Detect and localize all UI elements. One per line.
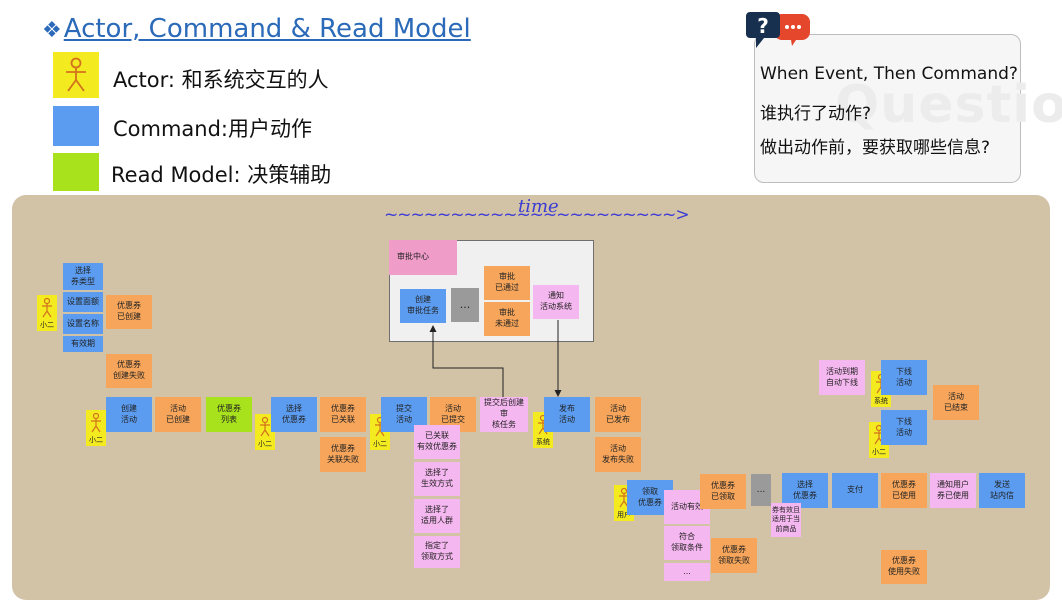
select-coupon-2: 选择 优惠券 bbox=[782, 473, 828, 508]
selected-audience: 选择了 适用人群 bbox=[414, 499, 460, 533]
coupon-claim-failed: 优惠券 领取失败 bbox=[711, 538, 757, 573]
send-site-message: 发送 站内信 bbox=[979, 473, 1025, 508]
legend-command-swatch bbox=[53, 106, 99, 146]
actor-icon bbox=[91, 412, 101, 433]
more-ellipsis: ... bbox=[664, 563, 710, 581]
coupon-created: 优惠券 已创建 bbox=[106, 295, 152, 329]
coupon-list: 优惠券 列表 bbox=[206, 397, 252, 432]
meet-claim-conditions: 符合 领取条件 bbox=[664, 526, 710, 560]
activity-expired-auto-offline: 活动到期 自动下线 bbox=[819, 360, 865, 395]
actor-xiaoer-3: 小二 bbox=[255, 414, 275, 450]
set-amount: 设置面额 bbox=[63, 292, 103, 312]
svg-text:?: ? bbox=[757, 14, 769, 38]
page-title[interactable]: ❖Actor, Command & Read Model bbox=[42, 14, 471, 44]
coupon-use-failed: 优惠券 使用失败 bbox=[881, 550, 927, 584]
notify-user-coupon-used: 通知用户 券已使用 bbox=[930, 473, 976, 508]
pay: 支付 bbox=[832, 473, 878, 508]
selected-effect-mode: 选择了 生效方式 bbox=[414, 462, 460, 496]
coupon-used: 优惠券 已使用 bbox=[881, 473, 927, 508]
activity-published: 活动 已发布 bbox=[595, 397, 641, 432]
title-bullet-icon: ❖ bbox=[42, 18, 62, 43]
approval-approved: 审批 已通过 bbox=[484, 266, 530, 300]
create-activity: 创建 活动 bbox=[106, 397, 152, 432]
after-submit-create-task: 提交后创建审 核任务 bbox=[480, 397, 528, 432]
legend-actor-swatch bbox=[53, 52, 99, 98]
approval-rejected: 审批 未通过 bbox=[484, 302, 530, 336]
question-watermark: Question bbox=[835, 75, 1062, 135]
actor-xiaoer-2: 小二 bbox=[86, 410, 106, 446]
coupon-claimed: 优惠券 已领取 bbox=[700, 474, 746, 509]
actor-xiaoer-1: 小二 bbox=[37, 295, 57, 331]
actor-icon bbox=[619, 487, 629, 508]
time-arrow: ~~~~~~~~~~~~~~~~~~~~~~> bbox=[384, 205, 690, 225]
question-line-2: 谁执行了动作? bbox=[760, 104, 872, 124]
coupon-create-failed: 优惠券 创建失败 bbox=[106, 354, 152, 388]
approval-center: 审批中心 bbox=[389, 240, 457, 275]
validity: 有效期 bbox=[63, 336, 103, 352]
notify-activity-system: 通知 活动系统 bbox=[533, 285, 579, 319]
coupon-link-failed: 优惠券 关联失败 bbox=[320, 437, 366, 472]
create-approval-task: 创建 审批任务 bbox=[400, 289, 446, 323]
time-label: time bbox=[518, 196, 559, 217]
coupon-valid-applicable: 券有效且 适用于当 前商品 bbox=[771, 503, 801, 537]
submit-activity: 提交 活动 bbox=[381, 397, 427, 432]
offline-activity-1: 下线 活动 bbox=[881, 360, 927, 395]
question-line-3: 做出动作前，要获取哪些信息? bbox=[760, 138, 991, 158]
title-link[interactable]: Actor, Command & Read Model bbox=[63, 14, 471, 44]
legend-readmodel-swatch bbox=[53, 153, 99, 191]
coupon-linked: 优惠券 已关联 bbox=[320, 397, 366, 432]
publish-activity: 发布 活动 bbox=[544, 397, 590, 432]
legend-readmodel-label: Read Model: 决策辅助 bbox=[111, 163, 332, 187]
activity-publish-failed: 活动 发布失败 bbox=[595, 437, 641, 472]
activity-created: 活动 已创建 bbox=[155, 397, 201, 432]
offline-activity-2: 下线 活动 bbox=[881, 410, 927, 445]
linked-valid-coupon: 已关联 有效优惠券 bbox=[414, 425, 460, 459]
actor-icon bbox=[66, 57, 86, 92]
question-chat-icon: ? bbox=[746, 12, 810, 48]
approval-ellipsis: ... bbox=[451, 288, 479, 322]
mid-ellipsis: ... bbox=[751, 474, 771, 506]
legend-command-label: Command:用户动作 bbox=[113, 117, 313, 141]
set-claim-mode: 指定了 领取方式 bbox=[414, 536, 460, 568]
actor-icon bbox=[42, 297, 52, 318]
question-box: Question When Event, Then Command? 谁执行了动… bbox=[754, 34, 1062, 183]
select-coupon-type: 选择 券类型 bbox=[63, 263, 103, 290]
set-name: 设置名称 bbox=[63, 314, 103, 334]
select-coupon: 选择 优惠券 bbox=[271, 397, 317, 432]
actor-icon bbox=[260, 416, 270, 437]
question-line-1: When Event, Then Command? bbox=[760, 64, 1018, 84]
activity-ended: 活动 已结束 bbox=[933, 385, 979, 420]
legend-actor-label: Actor: 和系统交互的人 bbox=[113, 68, 329, 92]
